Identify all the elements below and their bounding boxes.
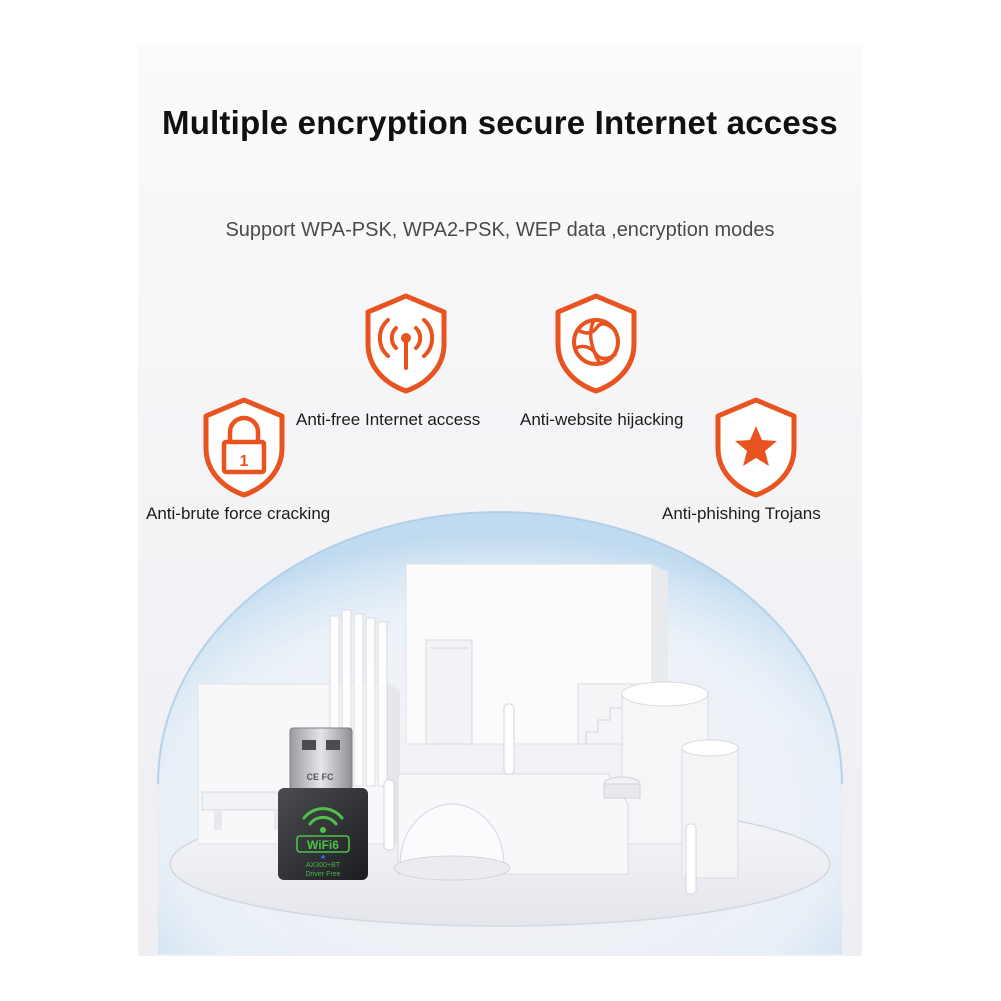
globe-shield-icon	[555, 293, 637, 394]
usb-adapter-body	[278, 788, 368, 880]
feature-label: Anti-phishing Trojans	[662, 504, 821, 523]
wifi6-badge	[296, 835, 350, 853]
usb-adapter: CE FC WiFi6 AX300+BT Driver Free	[278, 727, 368, 880]
star-shield-icon	[715, 397, 797, 498]
feature-anti-website-hijacking	[554, 292, 638, 394]
product-scene: CE FC WiFi6 AX300+BT Driver Free	[157, 510, 843, 954]
wifi-icon	[302, 807, 344, 833]
padlock-shield-icon: 1	[203, 397, 285, 498]
product-banner: Multiple encryption secure Internet acce…	[138, 44, 862, 956]
feature-anti-brute-force: 1	[202, 396, 286, 498]
page-title: Multiple encryption secure Internet acce…	[162, 104, 838, 141]
feature-label: Anti-website hijacking	[520, 410, 684, 429]
feature-anti-free-internet	[364, 292, 448, 394]
feature-label: Anti-brute force cracking	[146, 504, 331, 523]
feature-label: Anti-free Internet access	[296, 410, 481, 429]
feature-anti-phishing	[714, 396, 798, 498]
svg-text:1: 1	[240, 453, 249, 470]
page-subtitle: Support WPA-PSK, WPA2-PSK, WEP data ,enc…	[225, 219, 775, 241]
model-text: AX300+BT	[306, 862, 341, 869]
wifi6-badge-text: WiFi6	[307, 838, 339, 852]
svg-text:CE FC: CE FC	[307, 772, 335, 782]
antenna-shield-icon	[365, 293, 447, 394]
driver-free-text: Driver Free	[305, 871, 340, 878]
